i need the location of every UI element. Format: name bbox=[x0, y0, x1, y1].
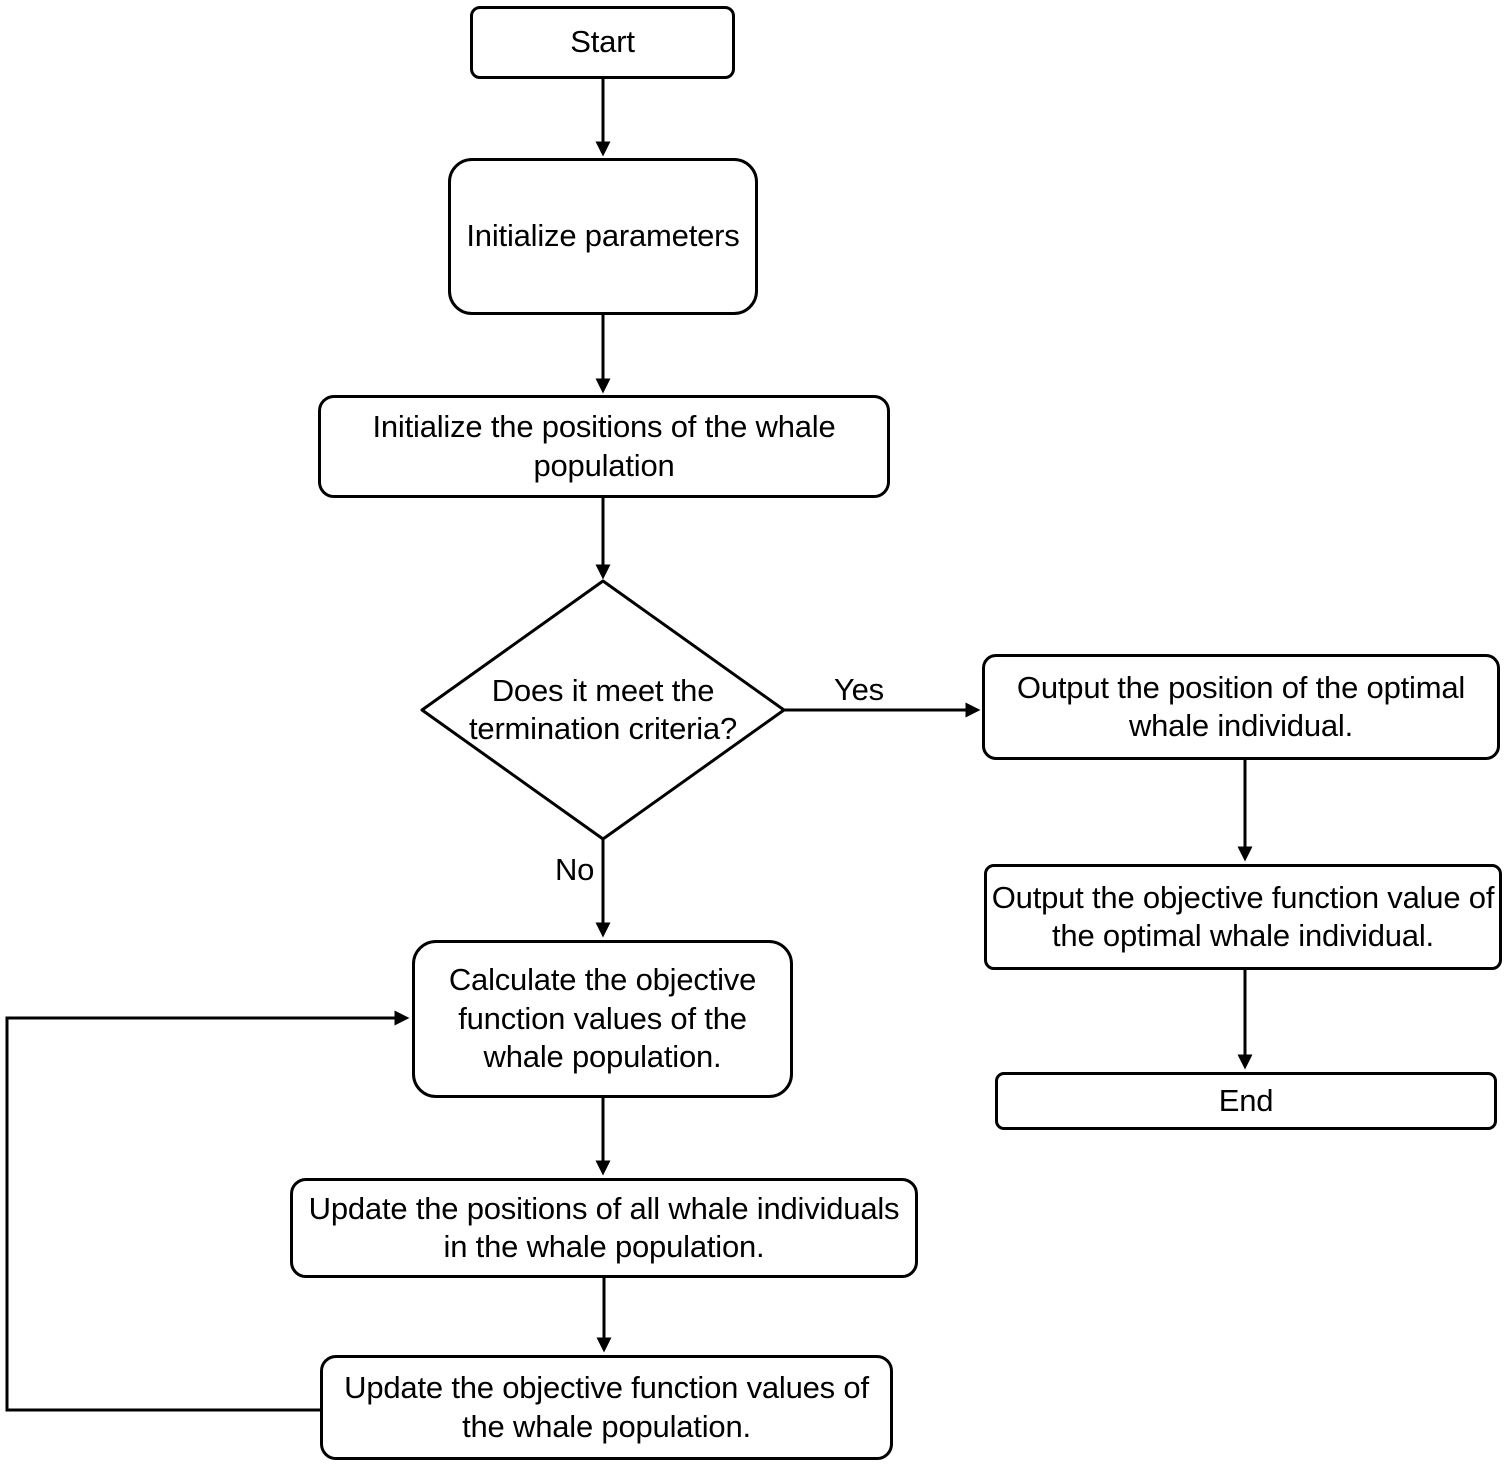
node-end: End bbox=[995, 1072, 1497, 1130]
node-update-objective: Update the objective function values of … bbox=[320, 1355, 893, 1460]
node-decision-label: Does it meet the termination criteria? bbox=[468, 672, 738, 746]
node-update-positions: Update the positions of all whale indivi… bbox=[290, 1178, 918, 1278]
node-initialize-positions: Initialize the positions of the whale po… bbox=[318, 395, 890, 498]
node-initialize-parameters: Initialize parameters bbox=[448, 158, 758, 315]
node-output-position: Output the position of the optimal whale… bbox=[982, 654, 1500, 760]
edge-label-yes: Yes bbox=[834, 672, 884, 707]
node-start: Start bbox=[470, 6, 735, 79]
loopback-update-objective-to-calculate bbox=[5, 1010, 410, 1412]
node-output-objective: Output the objective function value of t… bbox=[984, 864, 1502, 970]
node-calculate: Calculate the objective function values … bbox=[412, 940, 793, 1098]
edge-label-no: No bbox=[555, 852, 595, 887]
